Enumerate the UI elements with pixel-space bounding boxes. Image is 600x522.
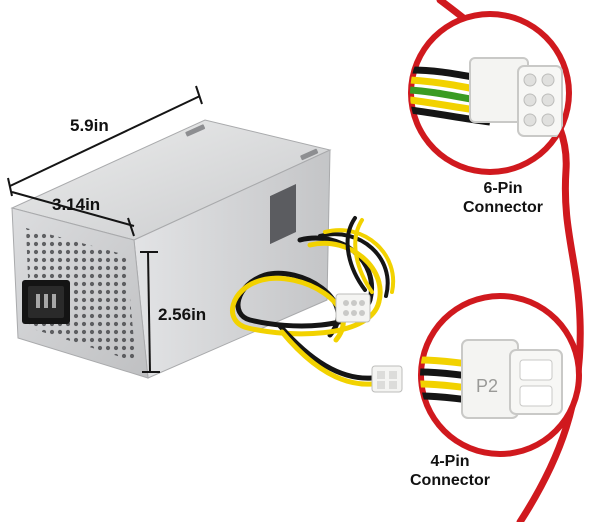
power-cables [229,216,396,387]
six-pin-plug-small [335,293,371,323]
four-pin-connector-label: 4-Pin Connector [395,452,505,490]
width-dimension-label: 3.14in [52,195,101,214]
six-pin-label-line1: 6-Pin [483,180,523,197]
four-pin-label-line2: Connector [410,472,490,489]
length-dimension-label: 5.9in [70,116,109,135]
six-pin-connector-label: 6-Pin Connector [448,179,558,217]
six-pin-label-line2: Connector [463,199,543,216]
height-dimension-label: 2.56in [158,305,207,324]
ac-inlet [22,280,70,324]
four-pin-plug-small [371,365,403,393]
dimension-lines [7,85,203,373]
plug-marking: P2 [476,376,498,396]
six-pin-callout [408,11,572,175]
four-pin-label-line1: 4-Pin [430,453,470,470]
four-pin-callout: P2 [418,293,582,457]
power-supply-unit [10,119,332,379]
